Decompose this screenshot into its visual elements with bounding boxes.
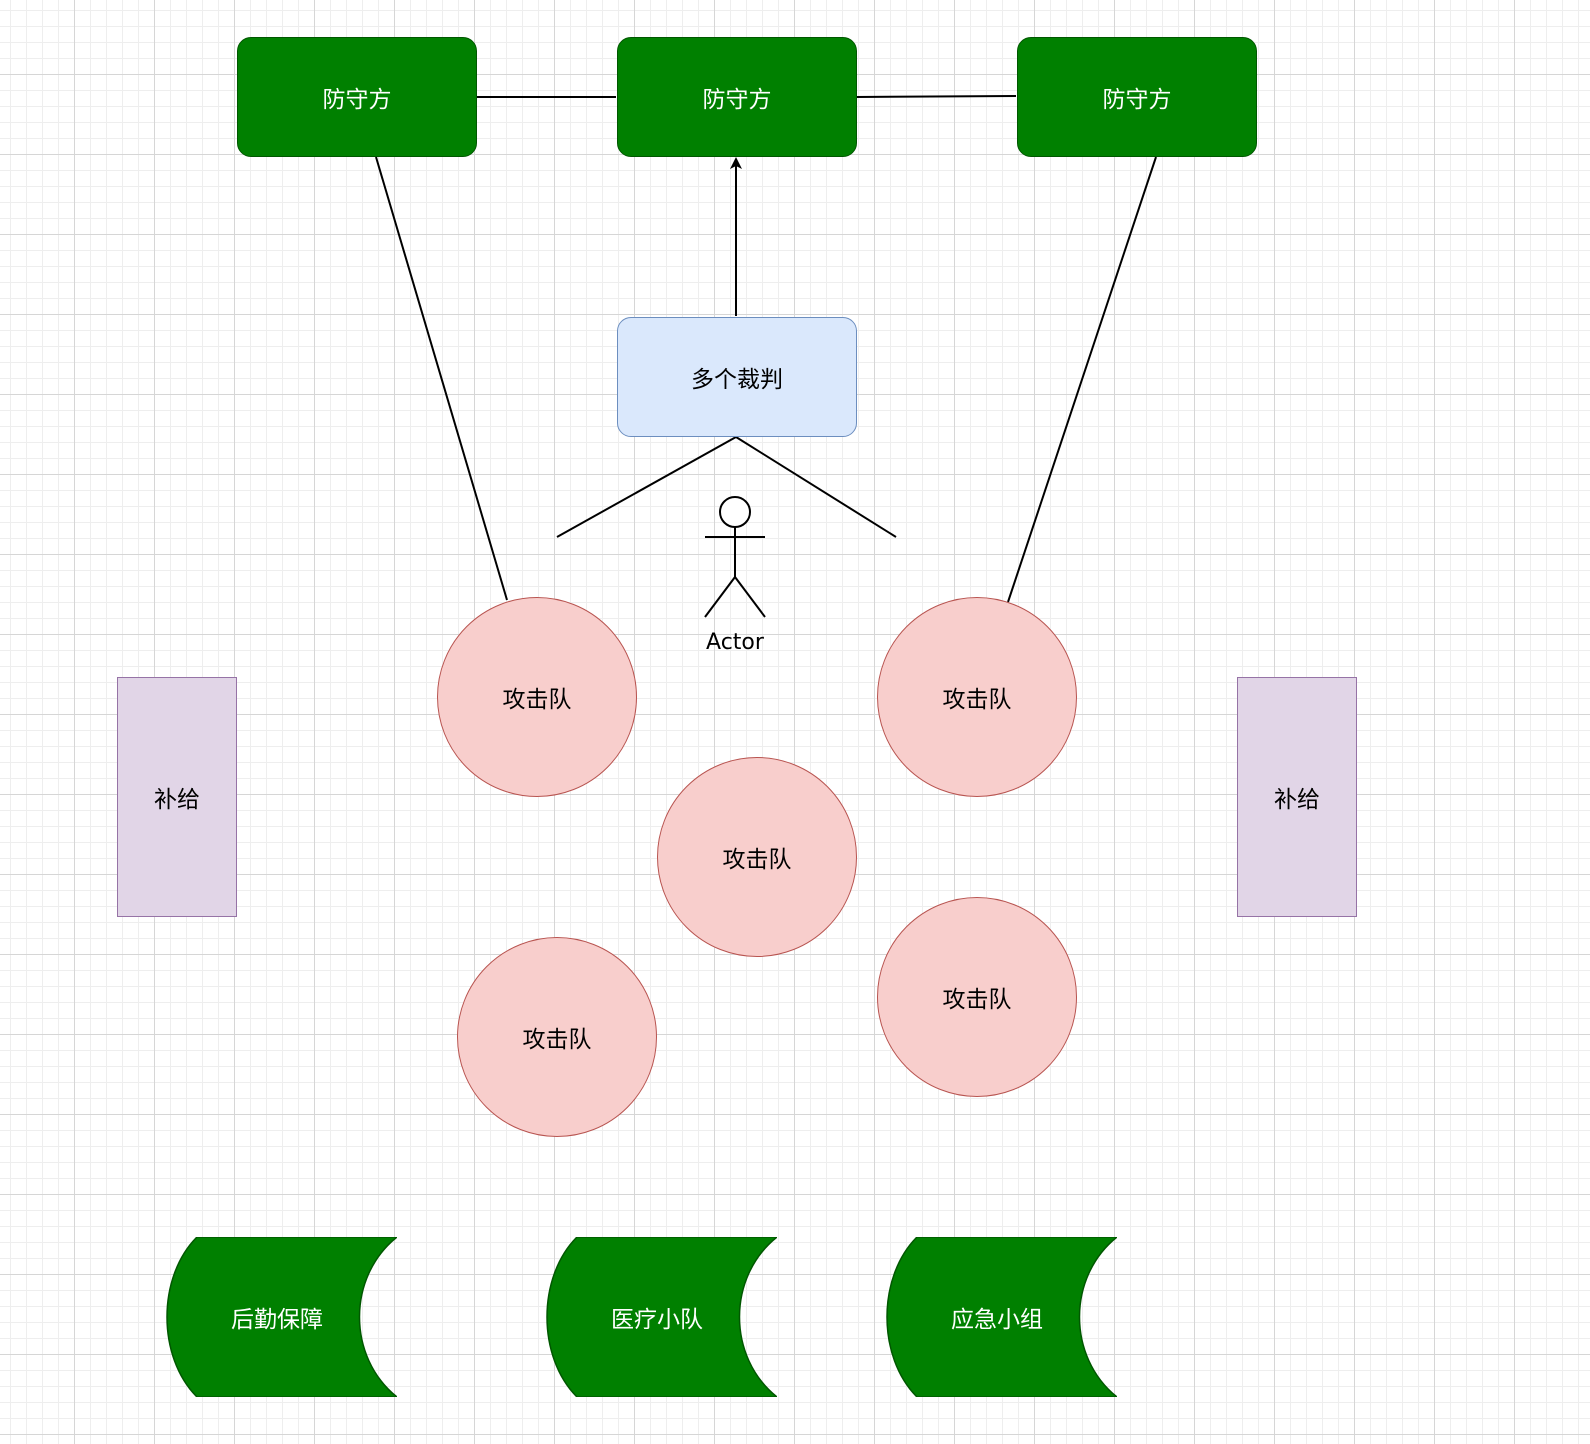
supply-node-left[interactable]: 补给: [117, 677, 237, 917]
defender-node-right[interactable]: 防守方: [1017, 37, 1257, 157]
defender-node-center[interactable]: 防守方: [617, 37, 857, 157]
stored-data-shape: [166, 1237, 397, 1397]
edge-defender-right-to-attack-team-2: [1007, 156, 1157, 603]
stored-data-shape: [886, 1237, 1117, 1397]
defender-node-left[interactable]: 防守方: [237, 37, 477, 157]
edge-defender-center-to-right: [855, 95, 1017, 98]
defender-label: 防守方: [702, 87, 772, 113]
support-unit-logistics[interactable]: 后勤保障: [157, 1237, 397, 1397]
support-unit-label: 应急小组: [951, 1307, 1043, 1333]
defender-label: 防守方: [1102, 87, 1172, 113]
attack-team-node-4[interactable]: 攻击队: [877, 897, 1077, 1097]
defender-label: 防守方: [322, 87, 392, 113]
supply-label: 补给: [1274, 787, 1320, 813]
supply-label: 补给: [154, 787, 200, 813]
support-unit-medical[interactable]: 医疗小队: [537, 1237, 777, 1397]
attack-team-node-3[interactable]: 攻击队: [657, 757, 857, 957]
support-unit-label: 后勤保障: [231, 1307, 323, 1333]
edge-referee-fan-left: [556, 436, 737, 538]
referee-node[interactable]: 多个裁判: [617, 317, 857, 437]
attack-team-label: 攻击队: [502, 687, 572, 713]
actor-label: Actor: [706, 630, 764, 655]
attack-team-label: 攻击队: [522, 1027, 592, 1053]
stored-data-shape: [546, 1237, 777, 1397]
referee-label: 多个裁判: [691, 367, 783, 393]
attack-team-node-1[interactable]: 攻击队: [437, 597, 637, 797]
attack-team-node-2[interactable]: 攻击队: [877, 597, 1077, 797]
edge-defender-left-to-attack-team-1: [375, 156, 508, 601]
supply-node-right[interactable]: 补给: [1237, 677, 1357, 917]
edge-referee-fan-right: [735, 436, 897, 538]
attack-team-label: 攻击队: [942, 687, 1012, 713]
attack-team-label: 攻击队: [722, 847, 792, 873]
attack-team-label: 攻击队: [942, 987, 1012, 1013]
support-unit-emergency[interactable]: 应急小组: [877, 1237, 1117, 1397]
attack-team-node-5[interactable]: 攻击队: [457, 937, 657, 1137]
support-unit-label: 医疗小队: [611, 1307, 703, 1333]
actor-icon: [704, 496, 766, 618]
